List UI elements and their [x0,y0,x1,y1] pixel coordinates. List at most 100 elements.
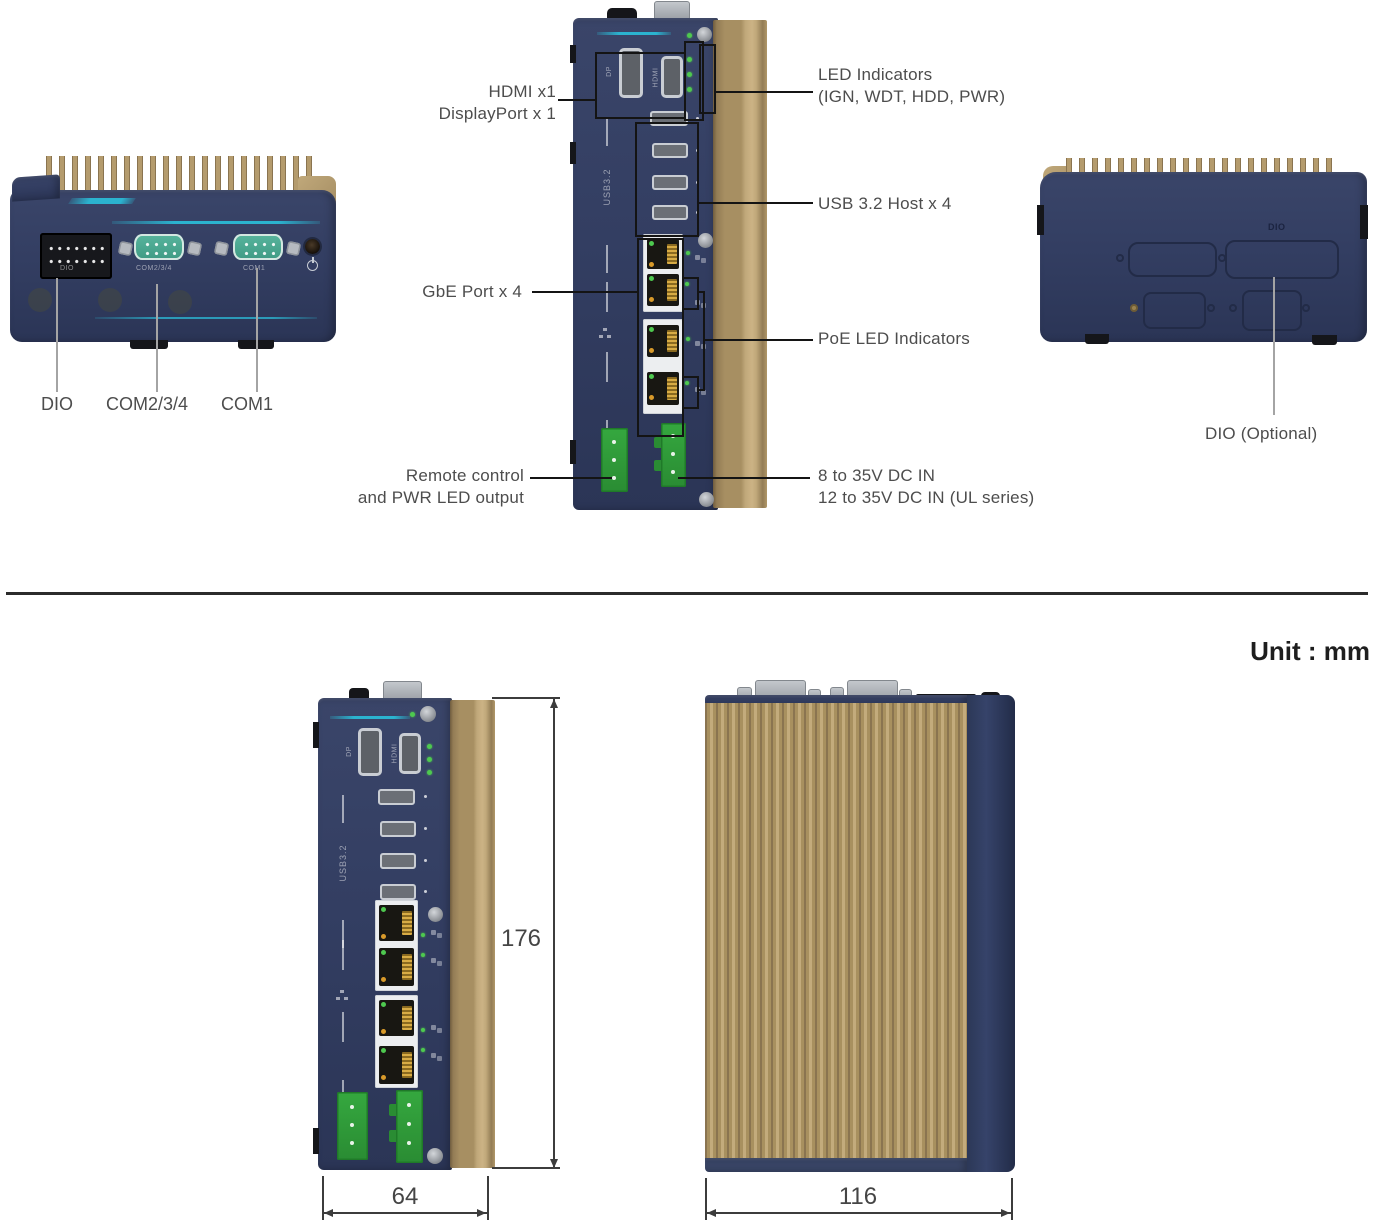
dim-usb-marker-dot [424,890,427,893]
dim-poe-silkscreen-icon [431,1025,436,1030]
remote-label-line2: and PWR LED output [357,487,524,507]
front-mount-hole [98,288,122,312]
dc-terminal-block [661,423,686,487]
display-label-line1: HDMI x1 [488,82,556,101]
rear-cutout-db9-right [1242,290,1302,331]
dim-usb-port [378,789,415,805]
io-accent-line [597,32,671,35]
front-accent-line-bottom [95,317,317,319]
lan-port-4 [647,372,679,405]
gbe-callout-label: GbE Port x 4 [422,282,522,301]
display-callout-box [595,52,686,119]
dim-side-screw [427,1148,443,1164]
usb-port-3 [652,175,688,190]
rear-cutout-db9-left [1143,292,1206,329]
dim-lan-port-2 [379,948,414,986]
dim-remote-terminal-block [337,1092,368,1160]
depth-arrow-left [324,1209,333,1217]
displayport-port [619,48,643,98]
remote-leader-line [530,477,612,479]
hdmi-port [661,56,683,98]
dio-optional-label: DIO (Optional) [1205,424,1318,443]
com1-pins [241,239,275,255]
lan-port-1 [647,239,679,269]
led-label-line1: LED Indicators [818,65,933,84]
dim-lan-port-3 [379,1000,414,1036]
lan-group-mark [606,282,608,312]
dim-side-led [410,712,415,717]
com234-pins [142,239,176,255]
dim-side-top-nub [349,688,369,700]
rear-cutout-com-wide [1128,242,1217,277]
dim-poe-silkscreen-icon [431,958,436,963]
dim-usb-marker-dot [424,859,427,862]
rear-cutout-dio [1225,240,1339,279]
poe-led [685,381,689,385]
dim-side-accent-line [330,716,410,719]
usb32-silkscreen: USB3.2 [602,168,612,206]
dim-dc-terminal-block [396,1090,423,1163]
height-ext-line-bottom [492,1167,560,1169]
gbe-leader-line [532,291,637,293]
dio-leader-line [56,278,58,392]
poe-led [686,337,690,341]
height-ext-line-top [492,697,560,699]
usb-callout-label: USB 3.2 Host x 4 [818,194,952,213]
dim-poe-silkscreen-icon [431,1053,436,1058]
depth-ext-line-right [487,1176,489,1220]
com234-leader-line [156,284,158,392]
led-callout-box-a [684,41,704,121]
dim-side-screw [420,706,436,722]
front-silkscreen-com1: COM1 [243,265,266,272]
dim-poe-led [421,1028,425,1032]
gbe-callout-box [637,238,684,437]
dcin-label-line1: 8 to 35V DC IN [818,466,936,485]
poe-leader-stub-2 [697,389,705,391]
led-leader-line [714,91,813,93]
rear-chassis-body [1040,172,1367,342]
front-mount-hole [168,290,192,314]
poe-silkscreen-icon [695,341,700,346]
remote-terminal-block [601,428,628,492]
dim-poe-led [421,1048,425,1052]
com1-right-screw [285,240,302,257]
dim-side-left-nub [313,722,319,748]
terminal-pin [407,1122,411,1126]
dim-lan-group-mark [342,1012,344,1042]
dim-dc-terminal-tab [389,1104,397,1116]
terminal-pin [407,1103,411,1107]
usb-callout-box [635,122,699,237]
front-foot [130,340,168,349]
rear-cutout-hole [1302,304,1310,312]
rear-foot [1312,335,1337,345]
io-screw-top [697,27,712,42]
dcin-label-line2: 12 to 35V DC IN (UL series) [818,487,1035,507]
dcin-leader-line [678,477,810,479]
height-dim-value: 176 [500,925,542,952]
front-accent-swoosh [68,198,136,204]
height-dim-line [553,699,555,1168]
dio-label: DIO [40,394,73,414]
com234-left-screw [117,240,134,257]
pwr-led [687,33,692,38]
depth-dim-value: 64 [391,1183,419,1210]
poe-led [686,251,690,255]
com234-right-screw [186,240,203,257]
lan-port-2 [647,274,679,306]
depth-dim-line [323,1212,487,1214]
terminal-pin [350,1105,354,1109]
usb-port-2 [652,143,688,158]
dim-usb-port [380,884,416,900]
rear-foot [1085,334,1109,344]
depth-ext-line-left [322,1176,324,1220]
display-label-line2: DisplayPort x 1 [438,103,556,123]
dim-side-screw [428,907,443,922]
dim-usb-port [380,821,416,837]
terminal-pin [407,1141,411,1145]
rear-cutout-hole [1229,304,1237,312]
dio-optional-leader-line [1273,277,1275,415]
poe-leader-stub-1 [697,291,705,293]
io-top-nub [607,8,637,20]
dim-usb-marker-dot [424,827,427,830]
